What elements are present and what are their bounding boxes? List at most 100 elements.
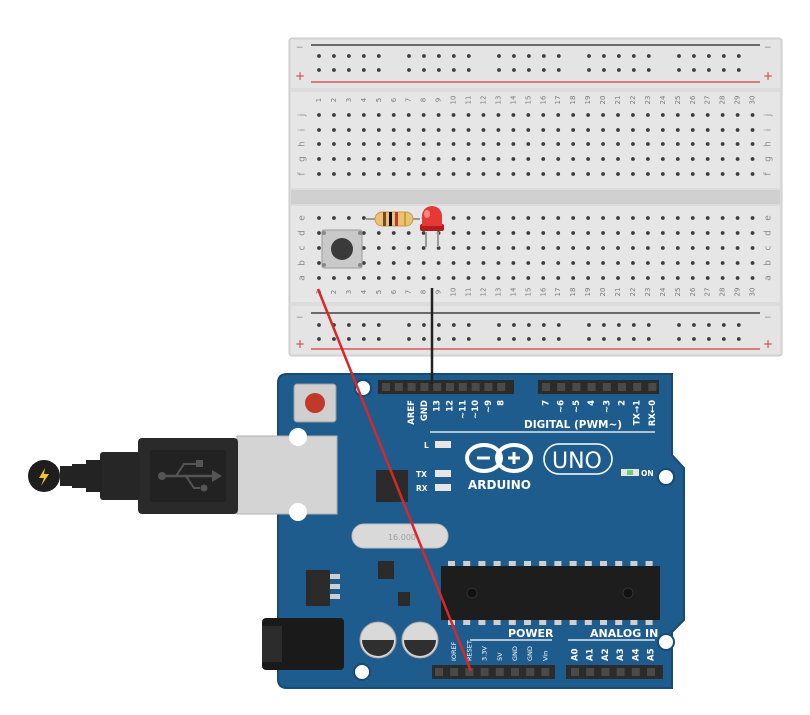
terminal-hole[interactable] bbox=[556, 216, 561, 220]
terminal-hole[interactable] bbox=[631, 276, 635, 280]
terminal-hole[interactable] bbox=[361, 142, 366, 146]
terminal-hole[interactable] bbox=[571, 157, 576, 161]
terminal-hole[interactable] bbox=[451, 157, 456, 161]
rail-hole[interactable] bbox=[527, 54, 531, 58]
terminal-hole[interactable] bbox=[660, 142, 665, 146]
terminal-hole[interactable] bbox=[421, 142, 426, 146]
terminal-hole[interactable] bbox=[616, 172, 620, 176]
terminal-hole[interactable] bbox=[361, 231, 366, 235]
rail-hole[interactable] bbox=[646, 323, 651, 327]
terminal-hole[interactable] bbox=[586, 142, 590, 146]
terminal-hole[interactable] bbox=[735, 276, 740, 280]
terminal-hole[interactable] bbox=[451, 128, 456, 132]
terminal-hole[interactable] bbox=[690, 216, 695, 220]
terminal-hole[interactable] bbox=[541, 216, 546, 220]
terminal-hole[interactable] bbox=[631, 172, 635, 176]
terminal-hole[interactable] bbox=[556, 157, 561, 161]
terminal-hole[interactable] bbox=[436, 276, 441, 280]
terminal-hole[interactable] bbox=[660, 157, 665, 161]
rail-hole[interactable] bbox=[556, 68, 561, 72]
terminal-hole[interactable] bbox=[646, 276, 650, 280]
terminal-hole[interactable] bbox=[720, 216, 725, 220]
rail-hole[interactable] bbox=[361, 68, 366, 72]
terminal-hole[interactable] bbox=[361, 128, 366, 132]
terminal-hole[interactable] bbox=[466, 276, 471, 280]
terminal-hole[interactable] bbox=[376, 261, 381, 265]
terminal-hole[interactable] bbox=[466, 113, 471, 117]
rail-hole[interactable] bbox=[736, 68, 741, 72]
terminal-hole[interactable] bbox=[571, 246, 576, 250]
terminal-hole[interactable] bbox=[750, 231, 755, 235]
terminal-hole[interactable] bbox=[750, 261, 755, 265]
terminal-hole[interactable] bbox=[646, 231, 650, 235]
header-socket[interactable] bbox=[435, 668, 443, 676]
terminal-hole[interactable] bbox=[332, 157, 336, 161]
terminal-hole[interactable] bbox=[332, 172, 336, 176]
terminal-hole[interactable] bbox=[556, 142, 561, 146]
terminal-hole[interactable] bbox=[466, 231, 471, 235]
header-socket[interactable] bbox=[484, 383, 493, 391]
terminal-hole[interactable] bbox=[601, 231, 605, 235]
terminal-hole[interactable] bbox=[332, 216, 336, 220]
terminal-hole[interactable] bbox=[675, 216, 680, 220]
terminal-hole[interactable] bbox=[601, 246, 605, 250]
rail-hole[interactable] bbox=[677, 323, 681, 327]
terminal-hole[interactable] bbox=[481, 172, 486, 176]
terminal-hole[interactable] bbox=[690, 157, 695, 161]
rail-hole[interactable] bbox=[317, 68, 321, 72]
rail-hole[interactable] bbox=[422, 337, 426, 341]
terminal-hole[interactable] bbox=[601, 113, 605, 117]
terminal-hole[interactable] bbox=[601, 142, 605, 146]
terminal-hole[interactable] bbox=[720, 113, 725, 117]
terminal-hole[interactable] bbox=[571, 231, 576, 235]
terminal-hole[interactable] bbox=[451, 113, 456, 117]
rail-hole[interactable] bbox=[602, 68, 606, 72]
terminal-hole[interactable] bbox=[391, 142, 396, 146]
rail-hole[interactable] bbox=[347, 323, 351, 327]
rail-hole[interactable] bbox=[646, 54, 651, 58]
rail-hole[interactable] bbox=[556, 337, 561, 341]
terminal-hole[interactable] bbox=[451, 216, 456, 220]
rail-hole[interactable] bbox=[721, 337, 726, 341]
terminal-hole[interactable] bbox=[481, 113, 486, 117]
terminal-hole[interactable] bbox=[750, 172, 755, 176]
terminal-hole[interactable] bbox=[616, 128, 620, 132]
rail-hole[interactable] bbox=[451, 337, 456, 341]
terminal-hole[interactable] bbox=[376, 142, 381, 146]
terminal-hole[interactable] bbox=[646, 128, 650, 132]
rail-hole[interactable] bbox=[437, 54, 441, 58]
rail-hole[interactable] bbox=[451, 68, 456, 72]
rail-hole[interactable] bbox=[527, 68, 531, 72]
terminal-hole[interactable] bbox=[511, 246, 516, 250]
terminal-hole[interactable] bbox=[406, 172, 411, 176]
terminal-hole[interactable] bbox=[660, 276, 665, 280]
terminal-hole[interactable] bbox=[511, 128, 516, 132]
rail-hole[interactable] bbox=[707, 323, 711, 327]
terminal-hole[interactable] bbox=[526, 172, 531, 176]
rail-hole[interactable] bbox=[631, 337, 636, 341]
terminal-hole[interactable] bbox=[631, 231, 635, 235]
terminal-hole[interactable] bbox=[735, 142, 740, 146]
rail-hole[interactable] bbox=[736, 323, 741, 327]
terminal-hole[interactable] bbox=[317, 246, 321, 250]
terminal-hole[interactable] bbox=[466, 216, 471, 220]
rail-hole[interactable] bbox=[736, 54, 741, 58]
terminal-hole[interactable] bbox=[526, 261, 531, 265]
terminal-hole[interactable] bbox=[660, 261, 665, 265]
terminal-hole[interactable] bbox=[317, 216, 321, 220]
header-socket[interactable] bbox=[586, 668, 595, 676]
terminal-hole[interactable] bbox=[421, 157, 426, 161]
rail-hole[interactable] bbox=[451, 323, 456, 327]
terminal-hole[interactable] bbox=[541, 246, 546, 250]
terminal-hole[interactable] bbox=[631, 246, 635, 250]
header-socket[interactable] bbox=[420, 383, 429, 391]
terminal-hole[interactable] bbox=[376, 246, 381, 250]
terminal-hole[interactable] bbox=[466, 142, 471, 146]
rail-hole[interactable] bbox=[617, 337, 621, 341]
terminal-hole[interactable] bbox=[675, 231, 680, 235]
terminal-hole[interactable] bbox=[616, 142, 620, 146]
rail-hole[interactable] bbox=[347, 337, 351, 341]
terminal-hole[interactable] bbox=[720, 128, 725, 132]
terminal-hole[interactable] bbox=[571, 142, 576, 146]
